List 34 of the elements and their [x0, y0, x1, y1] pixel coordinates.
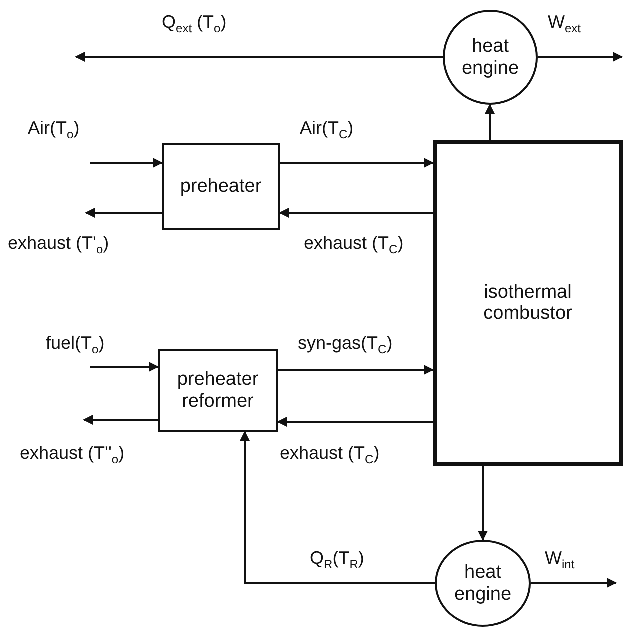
edge-label: syn-gas(T$_{C}$): [298, 333, 393, 357]
arrow: [75, 52, 443, 62]
node-label: heat engine: [460, 36, 520, 79]
edge-label: exhaust (T$_{C}$): [304, 233, 404, 257]
arrow: [485, 104, 495, 140]
node-label: preheater reformer: [176, 369, 260, 412]
edge-label: exhaust (T'$_{o}$): [8, 233, 110, 257]
edge-label: Air(T$_{C}$): [300, 118, 354, 142]
arrow: [277, 417, 433, 427]
process-box: [433, 140, 623, 466]
edge-label: Q$_{ext}$ (T$_{o}$): [162, 12, 227, 36]
edge-label: Q$_{R}$(T$_{R}$): [310, 548, 364, 572]
arrow: [85, 208, 162, 218]
process-box: [162, 143, 280, 230]
arrow: [279, 208, 433, 218]
node-label: preheater: [180, 176, 262, 198]
edge-label: exhaust (T''$_{o}$): [20, 443, 125, 467]
arrow: [240, 431, 435, 584]
process-box: [158, 349, 278, 432]
edge-label: Air(T$_{o}$): [28, 118, 80, 142]
arrow: [83, 415, 158, 425]
arrow: [538, 52, 623, 62]
arrow: [90, 158, 163, 168]
arrow: [478, 466, 488, 541]
edge-label: W$_{ext}$: [548, 12, 582, 36]
arrow: [531, 578, 617, 588]
edge-label: exhaust (T$_{C}$): [280, 443, 380, 467]
node-label: isothermal combustor: [482, 282, 574, 324]
arrow: [280, 158, 434, 168]
arrow: [278, 365, 434, 375]
node-label: heat engine: [453, 562, 513, 605]
arrow: [90, 362, 159, 372]
edge-label: W$_{int}$: [545, 548, 575, 572]
edge-label: fuel(T$_{o}$): [46, 333, 105, 357]
